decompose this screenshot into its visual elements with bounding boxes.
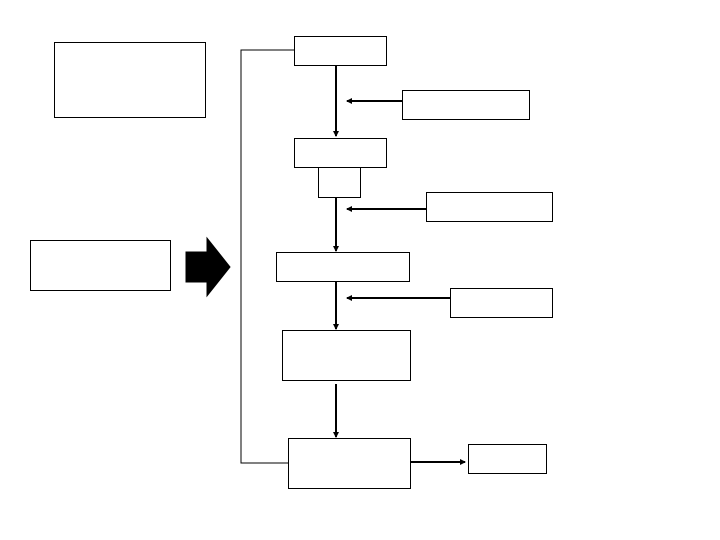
step-5-box xyxy=(288,438,411,489)
output-box xyxy=(468,444,547,474)
step-3-box xyxy=(276,252,410,282)
left-middle-box xyxy=(30,240,171,291)
step-2-sub-box xyxy=(318,167,361,198)
step-4-box xyxy=(282,330,411,381)
input-1-box xyxy=(402,90,530,120)
big-arrow-icon xyxy=(185,236,231,298)
step-2-box xyxy=(294,138,387,168)
step-1-box xyxy=(294,36,387,66)
input-2-box xyxy=(426,192,553,222)
feedback-connector xyxy=(240,49,294,464)
left-top-box xyxy=(54,42,206,118)
input-3-box xyxy=(450,288,553,318)
